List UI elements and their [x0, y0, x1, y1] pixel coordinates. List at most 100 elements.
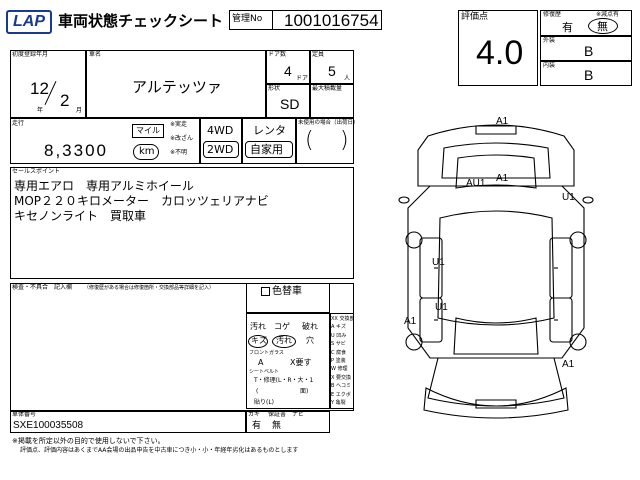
reg-label: 初度登録年月 [12, 51, 49, 58]
car-outline-hood [441, 142, 551, 179]
damage-mark: A1 [496, 116, 509, 127]
legend-item: U 凹み [331, 332, 347, 339]
max-load-label: 最大積載量 [312, 85, 343, 92]
mileage-unknown: ※不明 [170, 149, 188, 156]
mile-option: マイル [136, 126, 160, 135]
legend-item: W 修理 [331, 366, 348, 373]
drive-box [200, 118, 242, 164]
damage-mark: AU1 [466, 178, 486, 189]
drive-2wd-circle [203, 141, 239, 158]
damage-mark: A1 [562, 359, 575, 370]
legend-item: X 要交換 [331, 374, 352, 381]
mgmt-no-value: 1001016754 [284, 11, 379, 30]
mileage-box [10, 118, 200, 164]
interior-dirt: 汚れ [276, 336, 292, 345]
sales-point-line: MOP２２０キロメーター カロッツェリアナビ [14, 194, 269, 208]
grade-value: 4.0 [476, 34, 524, 72]
damage-mark: U1 [435, 302, 448, 313]
mile-option-box [132, 124, 164, 138]
reg-month: 2 [60, 91, 70, 110]
repair-box [540, 10, 632, 36]
unused-paren-close: ) [340, 128, 349, 153]
seat-belt-item: 貼り(L) [254, 399, 275, 406]
damage-mark: U1 [562, 192, 575, 203]
keys-no: 無 [272, 421, 282, 431]
rear-plate [475, 399, 517, 409]
legend-item: S サビ [331, 341, 346, 348]
shape-value: SD [280, 96, 300, 112]
shape-box [266, 84, 310, 118]
left-rear-door [419, 297, 443, 343]
exterior-box [540, 36, 632, 61]
rear-left-wheel [405, 333, 423, 351]
left-mirror [398, 196, 410, 204]
car-name-label: 車名 [89, 51, 102, 58]
grade-label: 評価点 [461, 12, 489, 22]
max-load-box [310, 84, 354, 118]
legend-item: B ヘコミ [331, 383, 352, 390]
unused-label: 未使用の場合（出荷日） [298, 120, 359, 126]
damage-mark: A1 [496, 173, 509, 184]
keys-label: カギ [248, 411, 261, 418]
km-circle [133, 144, 159, 160]
exterior-value: B [584, 43, 594, 59]
footer-note: 評価点、評価内容はあくまでAA会場の出品申告を中古車につき小・小・年経年劣化はあ… [20, 447, 299, 454]
mgmt-no-label: 管理No [232, 14, 263, 24]
reg-month-unit: 月 [76, 107, 83, 114]
seat-belt-item: 面) [300, 388, 309, 395]
car-outline-rear-bumper [423, 387, 569, 419]
seat-belt-item: T・修理(L・R・大・1 [254, 377, 314, 384]
capacity-value: 5 [328, 63, 336, 79]
chassis-label: 車体番号 [12, 411, 37, 418]
interior-row-label: コゲ [274, 322, 290, 331]
legend-box [330, 313, 354, 409]
use-private: 自家用 [250, 143, 283, 156]
mileage-value: 8,3300 [44, 141, 108, 160]
interior-hole: 穴 [306, 336, 314, 345]
repair-note: ※減点有 [596, 11, 620, 18]
interior-scratch: キズ [251, 336, 267, 345]
repair-no: 無 [597, 20, 608, 33]
rear-right-wheel [569, 333, 587, 351]
use-private-circle [245, 141, 293, 158]
footer-note: ※掲載を所定以外の目的で使用しないで下さい。 [12, 437, 165, 445]
damage-mark: A1 [404, 316, 417, 327]
interior-box [540, 61, 632, 86]
sales-points-box [10, 167, 354, 279]
warranty-label: 保証書 [268, 411, 287, 418]
legend-item: Y 亀裂 [331, 400, 346, 407]
car-outline-trunk [427, 357, 565, 407]
exterior-label: 外装 [543, 37, 556, 44]
reg-year: 12 [30, 79, 49, 98]
car-outline-body [407, 185, 585, 359]
right-mirror [582, 196, 594, 204]
inspection-label: 検査・不具合 記入欄 [12, 284, 73, 291]
keys-box [246, 411, 330, 433]
legend-item: XX 交換部品 [331, 316, 353, 322]
reg-box [10, 50, 86, 118]
capacity-box [310, 50, 354, 84]
seat-belt-label: シートベルト [249, 369, 280, 375]
car-outline-rear-window [453, 317, 539, 355]
sheet-title: 車両状態チェックシート [58, 12, 224, 30]
car-name-box [86, 50, 266, 118]
mileage-label: 走行 [12, 120, 25, 127]
doors-box [266, 50, 310, 84]
mileage-real: ※実走 [170, 121, 188, 128]
legend-item: P 塗装 [331, 358, 346, 365]
use-rental: レンタ [253, 124, 286, 137]
color-change-checkbox [261, 287, 270, 296]
lap-logo: LAP [6, 10, 52, 34]
mileage-tampered: ※改ざん [170, 135, 194, 142]
interior-dirt-circle [272, 335, 296, 348]
legend-item: A キズ [331, 324, 347, 331]
mileage-unit: km [139, 146, 155, 157]
repair-label: 修復歴 [543, 11, 562, 18]
keys-yes: 有 [252, 421, 262, 431]
mgmt-no-box [272, 10, 382, 30]
interior-scratch-circle [248, 335, 268, 348]
inspection-note: （修復歴がある場合は修復箇所・交換部品等詳細を記入） [84, 285, 215, 291]
capacity-unit: 人 [344, 75, 351, 82]
capacity-label: 定員 [312, 51, 325, 58]
